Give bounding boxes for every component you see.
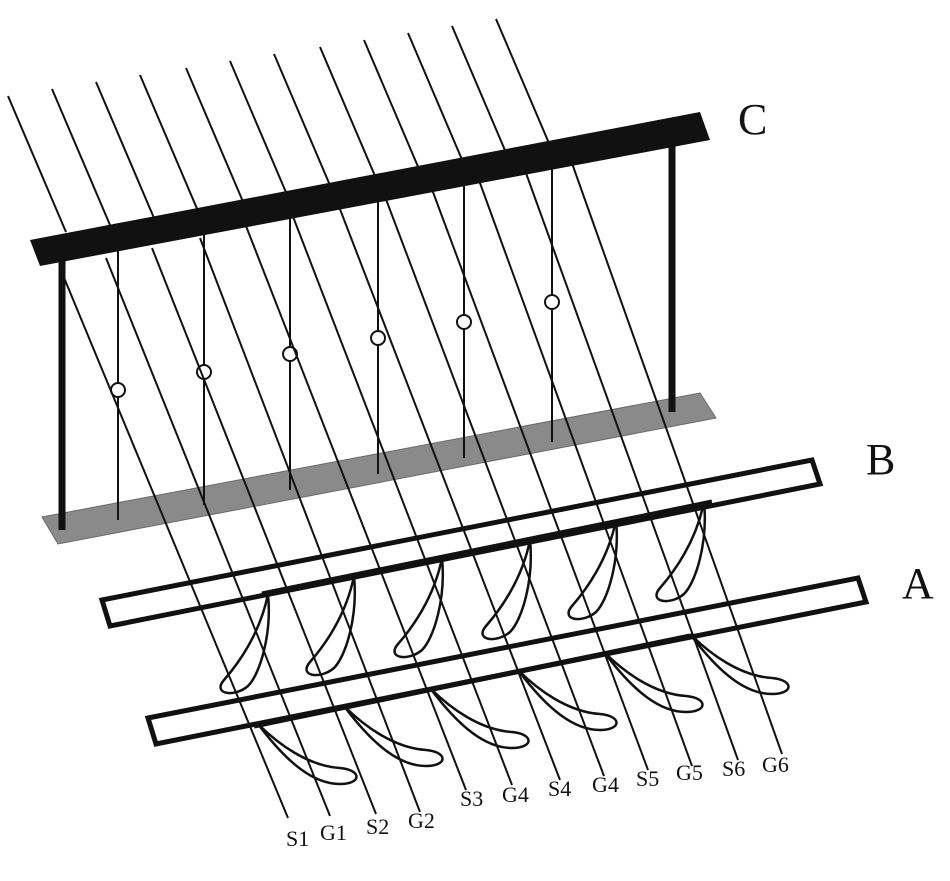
warp-thread	[429, 183, 649, 771]
bar-b-rod	[261, 499, 713, 597]
loop-a	[257, 723, 358, 786]
warp-thread	[199, 237, 421, 813]
background-threads	[7, 18, 555, 233]
warp-thread	[567, 151, 783, 755]
background-thread	[363, 39, 423, 177]
warp-thread	[383, 193, 605, 777]
warp-thread	[105, 257, 331, 817]
background-thread	[51, 88, 111, 226]
loop-a	[517, 669, 618, 732]
heddle-eye	[544, 294, 560, 310]
background-thread	[185, 67, 245, 205]
loop-b	[219, 593, 270, 695]
background-thread	[229, 60, 289, 198]
warp-thread	[59, 267, 289, 819]
label-a: A	[902, 559, 934, 608]
warp-thread	[291, 213, 513, 786]
loop-b	[481, 539, 532, 641]
thread-label: G6	[762, 752, 789, 777]
thread-label: S4	[548, 776, 571, 801]
loop-b	[655, 501, 706, 603]
thread-label: S2	[366, 814, 389, 839]
warp-thread	[151, 247, 377, 815]
bar-a	[144, 575, 870, 747]
warp-thread	[337, 203, 561, 781]
bar-b	[98, 457, 824, 629]
loop-b	[305, 575, 356, 677]
loop-b	[393, 557, 444, 659]
warp-thread	[245, 225, 467, 791]
front-threads	[59, 151, 790, 819]
background-thread	[407, 32, 467, 170]
background-thread	[319, 46, 379, 184]
label-c: C	[738, 95, 767, 144]
loop-b	[567, 519, 618, 621]
frame-bar-c	[30, 112, 710, 266]
thread-label: S3	[460, 786, 483, 811]
thread-label: G4	[502, 782, 529, 807]
heddle-threads	[110, 164, 560, 520]
background-thread	[7, 95, 67, 233]
background-thread	[451, 25, 511, 163]
loop-a	[343, 705, 444, 768]
thread-label: G4	[592, 772, 619, 797]
thread-label: S1	[286, 826, 309, 851]
loop-a	[603, 651, 704, 714]
background-thread	[273, 53, 333, 191]
thread-label: S5	[636, 766, 659, 791]
label-b: B	[866, 435, 895, 484]
thread-label: G2	[408, 808, 435, 833]
background-thread	[495, 18, 555, 156]
thread-label: G1	[320, 820, 347, 845]
loop-a	[429, 687, 530, 750]
heddle-eye	[370, 330, 386, 346]
thread-labels: S1 G1 S2 G2 S3 G4 S4 G4 S5 G5 S6 G6	[286, 752, 789, 851]
background-thread	[95, 81, 155, 219]
thread-label: G5	[676, 760, 703, 785]
heddle-eye	[456, 314, 472, 330]
loop-a	[689, 633, 790, 696]
warp-thread	[521, 161, 739, 761]
warp-thread	[475, 171, 693, 767]
thread-label: S6	[722, 756, 745, 781]
background-thread	[139, 74, 199, 212]
